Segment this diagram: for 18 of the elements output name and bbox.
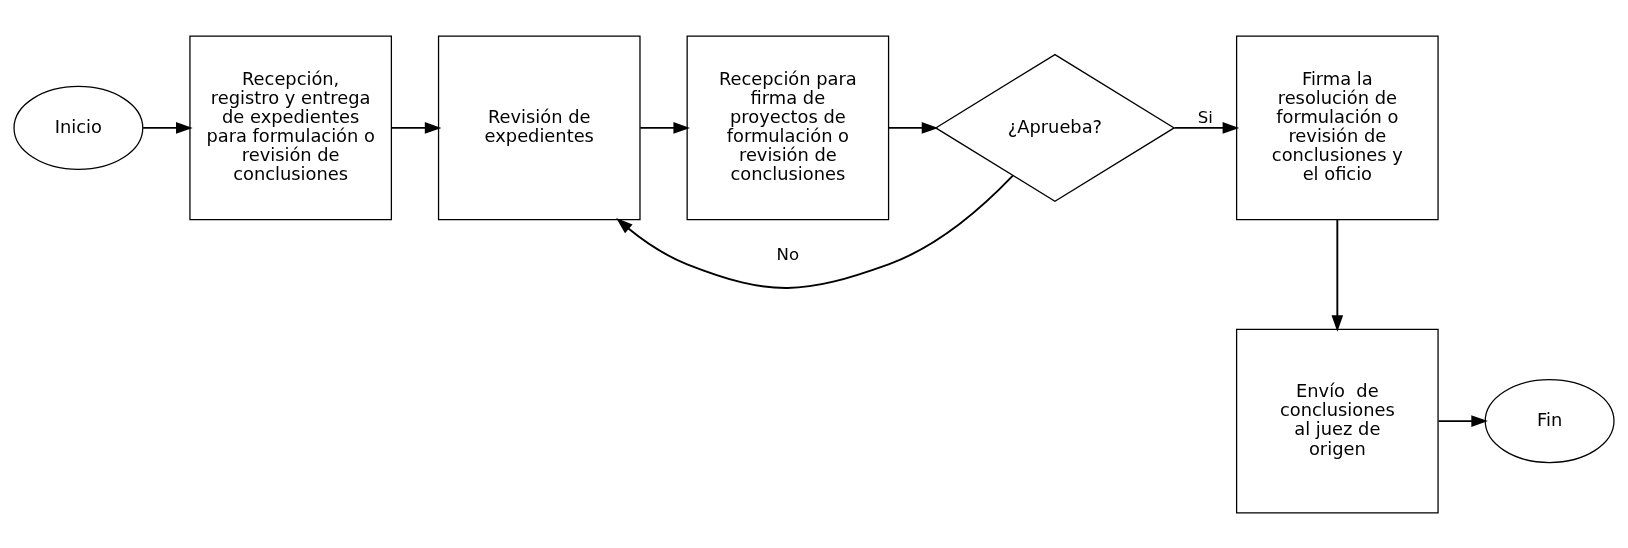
arrow (1331, 218, 1344, 332)
arrow (1437, 414, 1488, 427)
node-box: Firma la resolución de formulación o revisión de conclusiones y el oficio (1236, 34, 1439, 220)
node-ellipse: Fin (1484, 378, 1615, 463)
arrow (1173, 121, 1240, 134)
node-ellipse: Inicio (13, 85, 144, 170)
node-box: Envío de conclusiones al juez de origen (1236, 328, 1439, 514)
edge-label: No (776, 244, 800, 264)
arrow (142, 121, 193, 134)
arrow (639, 121, 691, 134)
arrow (390, 121, 442, 134)
node-diamond: ¿Aprueba? (934, 53, 1176, 202)
node-box: Recepción, registro y entrega de expedientes para formulación o revisión de conclusiones (189, 34, 392, 220)
arrow (887, 121, 939, 134)
edge-label: Si (1197, 107, 1213, 127)
node-box: Revisión de expedientes (437, 34, 641, 220)
node-box: Recepción para firma de proyectos de formulación o revisión de conclusiones (686, 34, 890, 220)
arrow (616, 174, 1014, 289)
